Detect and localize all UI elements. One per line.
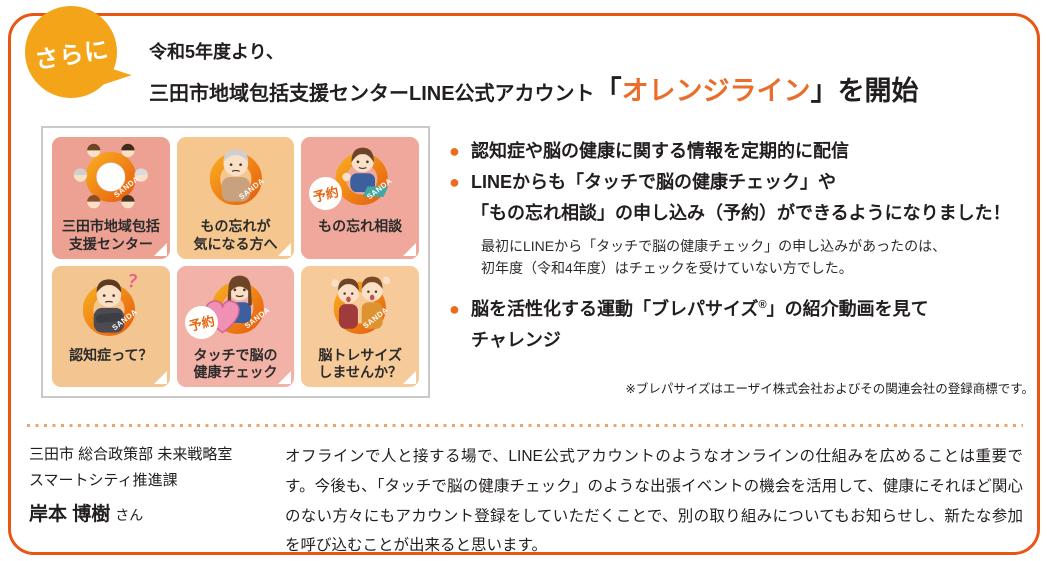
interview-quote: オフラインで人と接する場で、LINE公式アカウントのようなオンラインの仕組みを広… [285, 448, 1023, 555]
tile-label: もの忘れ相談 [318, 218, 403, 234]
bracket-close: 」 [810, 76, 838, 106]
header-line1: 令和5年度より、 [149, 42, 284, 62]
tile-ninchisho-question: ？ SANDA 認知症って？ [52, 265, 170, 387]
receptionist-icon [342, 147, 389, 197]
bullet-item-brepasize: ● 脳を活性化する運動「ブレパサイズ®」の紹介動画を見て チャレンジ [449, 294, 1034, 356]
orange-line-title: オレンジライン [621, 76, 811, 106]
consultation-illustration: SANDA 予約 [301, 137, 419, 217]
supplementary-note: 最初にLINEから「タッチで脳の健康チェック」の申し込みがあったのは、 初年度（… [481, 237, 947, 277]
man-crossed-arms-icon [93, 278, 125, 333]
sarani-speech-bubble: さらに [25, 6, 117, 98]
bracket-open: 「 [594, 76, 622, 106]
bullet-item-line-reservation: ● LINEからも「タッチで脳の健康チェック」や 「もの忘れ相談」の申し込み（予… [449, 167, 1034, 229]
bullet-dot-icon: ● [449, 141, 460, 161]
interviewee-block: 三田市 総合政策部 未来戦略室 スマートシティ推進課 岸本 博樹 さん [29, 442, 269, 561]
bullet-item-delivery: ● 認知症や脳の健康に関する情報を定期的に配信 [449, 136, 1034, 167]
tile-touch-brain-check: SANDA 予約 タッチで脳の 健康チェック [176, 265, 295, 387]
sarani-label: さらに [32, 35, 111, 75]
bullet-dot-icon: ● [449, 171, 460, 192]
interview-footer: 三田市 総合政策部 未来戦略室 スマートシティ推進課 岸本 博樹 さん オフライ… [29, 442, 1023, 561]
sanda-center-illustration: SANDA [52, 137, 170, 217]
person-name-row: 岸本 博樹 さん [29, 499, 269, 532]
line-menu-image: SANDA 三田市地域包括 支援センター [41, 126, 430, 398]
cheering-couple-icon [331, 276, 391, 329]
tile-label: タッチで脳の 健康チェック [193, 346, 278, 381]
question-mark: ？ [126, 271, 146, 293]
elderly-man-illustration: SANDA [177, 137, 295, 217]
group-of-people-icon [73, 143, 148, 209]
person-name: 岸本 博樹 [29, 503, 111, 525]
dotted-divider [27, 424, 1023, 427]
tile-monowasure-kininaru: SANDA もの忘れが 気になる方へ [176, 137, 295, 259]
tile-monowasure-soudan: SANDA 予約 もの忘れ相談 [301, 137, 419, 259]
tile-label: 脳トレサイズ しませんか？ [318, 346, 402, 381]
thinking-man-illustration: ？ SANDA [52, 266, 170, 346]
bullet-dot-icon: ● [449, 298, 460, 319]
affiliation-line1: 三田市 総合政策部 未来戦略室 [29, 446, 233, 463]
header-account-text: 三田市地域包括支援センターLINE公式アカウント [149, 83, 595, 105]
affiliation-line2: スマートシティ推進課 [29, 471, 178, 489]
tile-sanda-center: SANDA 三田市地域包括 支援センター [52, 137, 170, 259]
flyer-card: さらに 令和5年度より、 三田市地域包括支援センターLINE公式アカウント「オレ… [8, 6, 1040, 555]
cheering-couple-illustration: SANDA [301, 266, 419, 346]
header: 令和5年度より、 三田市地域包括支援センターLINE公式アカウント「オレンジライ… [149, 38, 919, 108]
trademark-note: ※ブレパサイズはエーザイ株式会社およびその関連会社の登録商標です。 [625, 381, 1034, 396]
honorific: さん [115, 506, 144, 523]
header-suffix: を開始 [837, 76, 919, 106]
tile-label: もの忘れが 気になる方へ [193, 218, 278, 252]
tile-label: 三田市地域包括 支援センター [61, 218, 160, 252]
feature-points: ● 認知症や脳の健康に関する情報を定期的に配信 ● LINEからも「タッチで脳の… [449, 136, 1034, 397]
header-line2: 三田市地域包括支援センターLINE公式アカウント「オレンジライン」を開始 [149, 69, 919, 108]
elderly-man-icon [221, 149, 250, 202]
woman-heart-illustration: SANDA 予約 [177, 266, 295, 346]
registered-trademark-symbol: ® [758, 298, 767, 311]
tile-label: 認知症って？ [69, 346, 153, 363]
tile-noutore-size: SANDA 脳トレサイズ しませんか？ [301, 265, 419, 387]
